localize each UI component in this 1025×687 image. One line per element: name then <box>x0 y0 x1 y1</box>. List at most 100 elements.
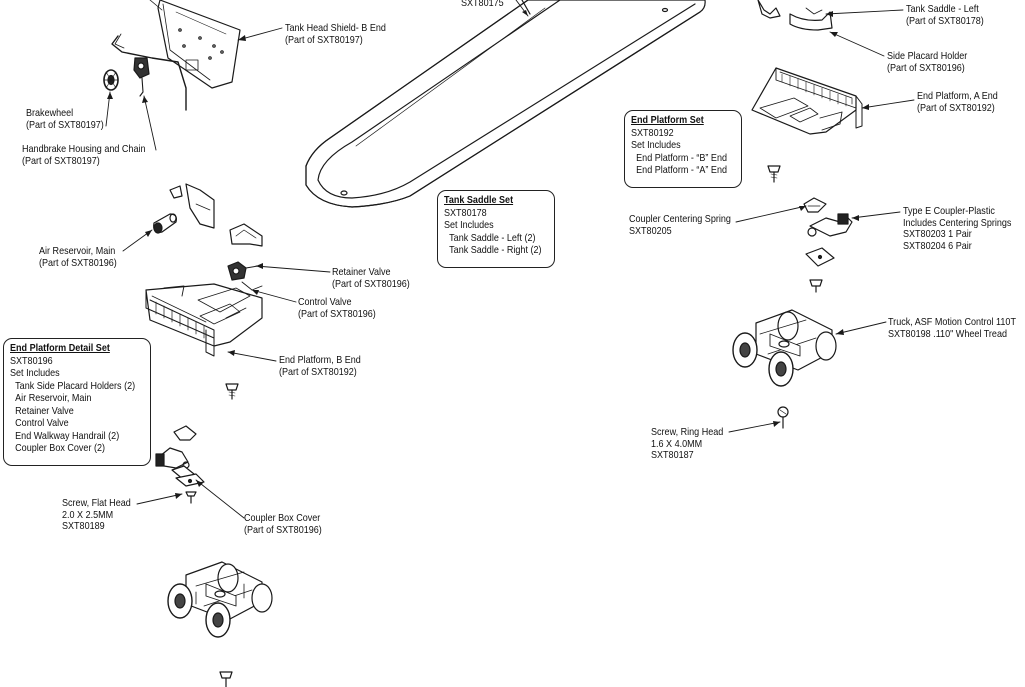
handbrake-rod-illustration <box>111 33 187 111</box>
brakewheel-name: Brakewheel <box>26 107 74 119</box>
coupler-box-cover-part: (Part of SXT80196) <box>244 523 322 536</box>
handbrake-part: (Part of SXT80197) <box>22 154 100 167</box>
tank-body-part-number: SXT80175 <box>461 0 504 9</box>
tank-saddle-left-name: Tank Saddle - Left <box>906 3 979 15</box>
control-valve-label: Control Valve (Part of SXT80196) <box>298 296 376 320</box>
tank-saddle-set-includes: Set Includes <box>444 219 494 231</box>
type-e-coupler-name: Type E Coupler-Plastic <box>903 205 995 217</box>
screw-ring-illustration <box>777 406 789 429</box>
type-e-coupler-illustration <box>807 213 853 237</box>
end-platform-set-item: End Platform - “B” End <box>636 151 727 164</box>
air-reservoir-label: Air Reservoir, Main (Part of SXT80196) <box>39 245 117 269</box>
end-platform-a-name: End Platform, A End <box>917 90 998 102</box>
tank-saddle-set-item: Tank Saddle - Left (2) <box>449 231 536 244</box>
tank-saddle-set-part: SXT80178 <box>444 206 487 219</box>
tank-saddle-set-box: Tank Saddle Set SXT80178 Set Includes Ta… <box>437 190 555 268</box>
coupler-b-illustration <box>155 425 197 483</box>
coupler-box-cover-label: Coupler Box Cover (Part of SXT80196) <box>244 512 322 536</box>
side-placard-label: Side Placard Holder (Part of SXT80196) <box>887 50 968 74</box>
tank-body-part-label: SXT80175 <box>461 0 504 10</box>
coupler-box-cover-b-illustration <box>175 473 205 487</box>
brakewheel-label: Brakewheel (Part of SXT80197) <box>26 107 104 131</box>
arrowheads <box>107 10 869 499</box>
screw-flat-size: 2.0 X 2.5MM <box>62 508 114 521</box>
end-platform-detail-set-part: SXT80196 <box>10 354 53 367</box>
end-platform-set-item: End Platform - “A” End <box>636 164 727 176</box>
coupler-box-cover-name: Coupler Box Cover <box>244 512 321 524</box>
tank-head-shield-part: (Part of SXT80197) <box>285 33 363 46</box>
air-reservoir-part: (Part of SXT80196) <box>39 256 117 269</box>
brakewheel-illustration <box>103 69 119 91</box>
tank-saddle-illustration <box>305 0 706 208</box>
side-placard-part: (Part of SXT80196) <box>887 61 965 74</box>
screw-flat-label: Screw, Flat Head 2.0 X 2.5MM SXT80189 <box>62 497 131 533</box>
air-reservoir-name: Air Reservoir, Main <box>39 245 116 257</box>
tank-head-shield-name: Tank Head Shield- B End <box>285 22 386 34</box>
end-platform-a-illustration <box>751 67 863 135</box>
handbrake-housing-illustration <box>133 57 150 97</box>
control-valve-illustration <box>241 281 263 291</box>
tank-saddle-left-illustration <box>757 0 833 31</box>
tank-saddle-left-part: (Part of SXT80178) <box>906 14 984 27</box>
end-platform-b-name: End Platform, B End <box>279 354 361 366</box>
truck-b-illustration <box>167 561 273 638</box>
coupler-spring-part: SXT80205 <box>629 224 672 237</box>
side-placard-name: Side Placard Holder <box>887 50 968 62</box>
handbrake-label: Handbrake Housing and Chain (Part of SXT… <box>22 143 146 167</box>
end-platform-detail-set-title: End Platform Detail Set <box>10 342 110 354</box>
screw-flat-name: Screw, Flat Head <box>62 497 131 509</box>
end-platform-detail-set-includes: Set Includes <box>10 367 60 379</box>
control-valve-name: Control Valve <box>298 296 352 308</box>
type-e-coupler-label: Type E Coupler-Plastic Includes Centerin… <box>903 205 1012 252</box>
control-valve-part: (Part of SXT80196) <box>298 307 376 320</box>
retainer-valve-name: Retainer Valve <box>332 266 391 278</box>
end-platform-b-illustration <box>145 283 263 357</box>
coupler-spring-label: Coupler Centering Spring SXT80205 <box>629 213 731 237</box>
type-e-coupler-part-1: SXT80203 1 Pair <box>903 228 972 240</box>
retainer-valve-illustration <box>227 261 259 281</box>
coupler-box-cover-a-illustration <box>805 247 835 267</box>
air-reservoir-illustration <box>153 213 177 234</box>
end-platform-detail-item: Retainer Valve <box>15 404 74 417</box>
truck-part: SXT80198 .110" Wheel Tread <box>888 327 1008 340</box>
screw-coupler-a-illustration <box>809 279 823 293</box>
end-platform-a-part: (Part of SXT80192) <box>917 101 995 114</box>
end-platform-b-label: End Platform, B End (Part of SXT80192) <box>279 354 361 378</box>
screw-flat-illustration <box>185 491 197 504</box>
end-platform-detail-item: Air Reservoir, Main <box>15 392 92 404</box>
truck-name: Truck, ASF Motion Control 110T <box>888 316 1016 328</box>
type-e-coupler-part-2: SXT80204 6 Pair <box>903 239 972 252</box>
end-platform-set-includes: Set Includes <box>631 139 681 151</box>
retainer-valve-label: Retainer Valve (Part of SXT80196) <box>332 266 410 290</box>
tank-saddle-set-item: Tank Saddle - Right (2) <box>449 244 542 256</box>
end-platform-set-title: End Platform Set <box>631 114 704 126</box>
screw-ring-label: Screw, Ring Head 1.6 X 4.0MM SXT80187 <box>651 426 723 462</box>
end-platform-set-part: SXT80192 <box>631 126 674 139</box>
screw-b-illustration <box>225 383 239 400</box>
end-platform-detail-item: Coupler Box Cover (2) <box>15 442 106 454</box>
placard-bracket-illustration <box>169 183 263 247</box>
coupler-spring-name: Coupler Centering Spring <box>629 213 731 225</box>
screw-ring-part: SXT80187 <box>651 449 694 461</box>
end-platform-a-label: End Platform, A End (Part of SXT80192) <box>917 90 998 114</box>
tank-saddle-left-label: Tank Saddle - Left (Part of SXT80178) <box>906 3 984 27</box>
screw-truck-b-illustration <box>219 671 233 687</box>
screw-flat-part: SXT80189 <box>62 520 105 532</box>
end-platform-detail-item: Control Valve <box>15 417 69 429</box>
coupler-spring-illustration <box>803 197 827 213</box>
tank-head-shield-illustration <box>149 0 241 89</box>
tank-saddle-set-title: Tank Saddle Set <box>444 194 514 206</box>
type-e-coupler-note: Includes Centering Springs <box>903 216 1012 229</box>
end-platform-set-box: End Platform Set SXT80192 Set Includes E… <box>624 110 742 188</box>
brakewheel-part: (Part of SXT80197) <box>26 118 104 131</box>
tank-head-shield-label: Tank Head Shield- B End (Part of SXT8019… <box>285 22 386 46</box>
end-platform-detail-item: Tank Side Placard Holders (2) <box>15 379 136 392</box>
truck-a-illustration <box>732 309 837 387</box>
end-platform-detail-item: End Walkway Handrail (2) <box>15 429 120 442</box>
end-platform-detail-set-box: End Platform Detail Set SXT80196 Set Inc… <box>3 338 151 466</box>
handbrake-name: Handbrake Housing and Chain <box>22 143 146 155</box>
screw-ring-size: 1.6 X 4.0MM <box>651 437 703 450</box>
retainer-valve-part: (Part of SXT80196) <box>332 277 410 290</box>
end-platform-b-part: (Part of SXT80192) <box>279 365 357 378</box>
